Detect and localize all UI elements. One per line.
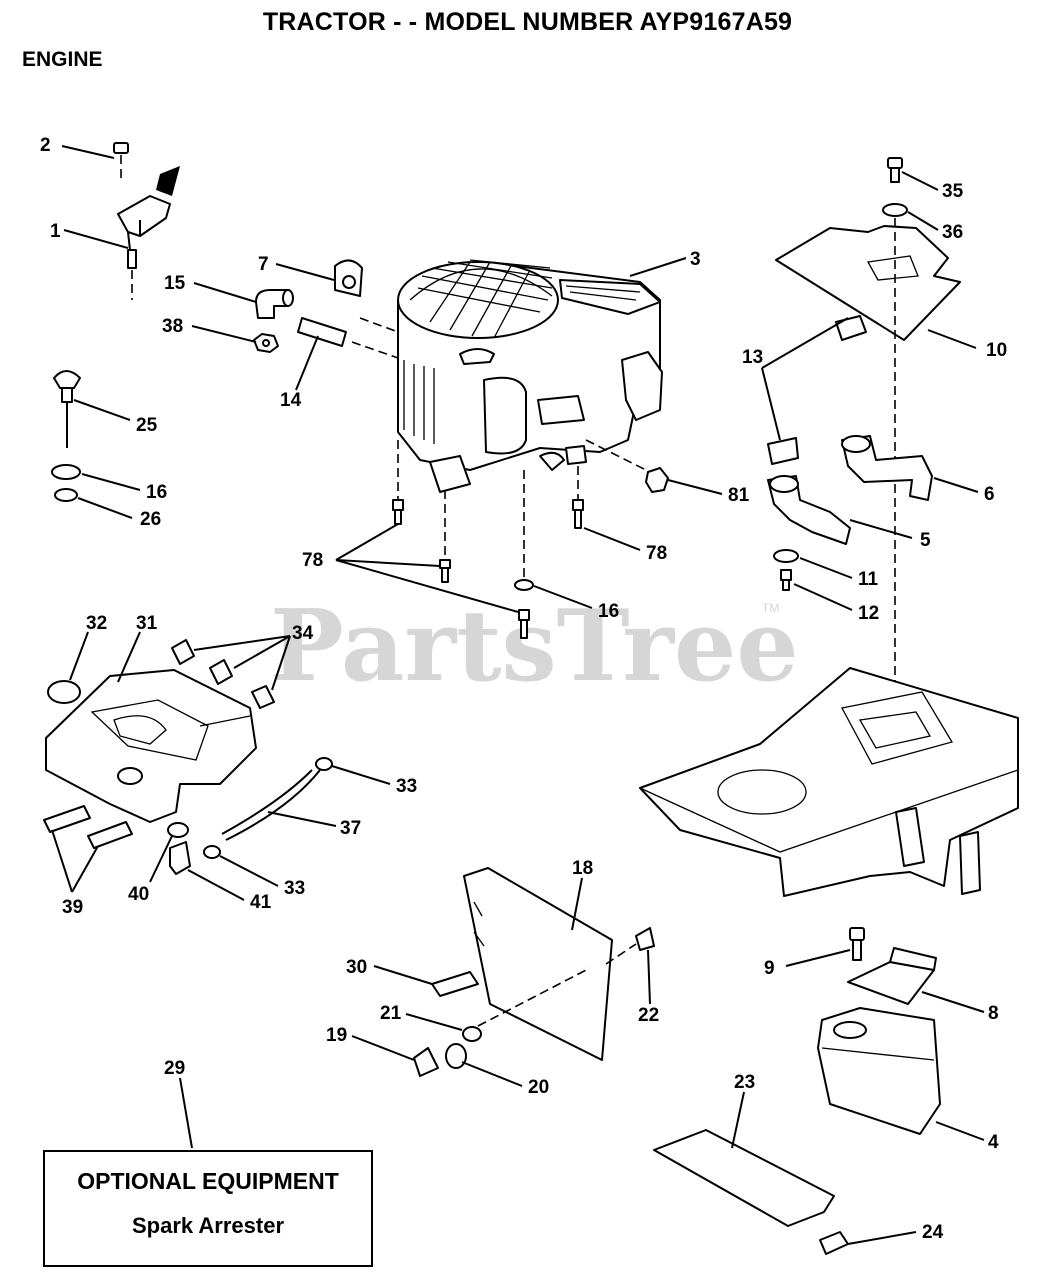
part-20-washer	[445, 1043, 467, 1069]
part-33-clamp-top	[315, 757, 333, 771]
part-40-grommet	[167, 822, 189, 838]
part-16-washer-left	[51, 464, 81, 480]
callout-22: 22	[638, 1005, 659, 1026]
part-9-bolt	[849, 927, 865, 961]
callout-40: 40	[128, 884, 149, 905]
callout-26: 26	[140, 509, 161, 530]
part-11-gasket	[773, 549, 799, 563]
part-24-screw	[819, 1231, 849, 1255]
part-18-plate	[463, 867, 613, 1061]
callout-34: 34	[292, 623, 314, 644]
part-10-heat-shield	[775, 218, 961, 720]
part-26-washer	[54, 488, 78, 502]
part-1-throttle-control	[117, 166, 180, 300]
callout-5: 5	[920, 530, 931, 551]
callout-25: 25	[136, 415, 158, 436]
callout-8: 8	[988, 1003, 999, 1024]
callout-1: 1	[50, 221, 61, 242]
callout-13: 13	[742, 347, 763, 368]
section-label: ENGINE	[22, 48, 103, 71]
part-22-wing-bolt	[605, 927, 655, 965]
callout-3: 3	[690, 249, 701, 270]
part-15-elbow	[255, 289, 294, 319]
callout-32: 32	[86, 613, 107, 634]
leader-lines	[51, 145, 985, 1245]
callout-9: 9	[764, 958, 775, 979]
callout-33: 33	[396, 776, 417, 797]
part-7-clamp	[334, 259, 363, 297]
part-78-bolt-right	[572, 499, 584, 529]
part-23-shield-plate	[653, 1129, 835, 1227]
callout-21: 21	[380, 1003, 402, 1024]
part-33-clamp-bottom	[203, 845, 221, 859]
part-8-bracket	[847, 947, 937, 1005]
part-78-bolt-left	[392, 499, 404, 525]
callout-12: 12	[858, 603, 879, 624]
part-31-base-pan	[45, 669, 257, 823]
part-39-pad	[43, 805, 133, 849]
callout-19: 19	[326, 1025, 347, 1046]
callout-2: 2	[40, 135, 51, 156]
part-37-hose	[221, 769, 321, 841]
part-21-washer	[462, 967, 591, 1042]
callout-36: 36	[942, 222, 963, 243]
callout-18: 18	[572, 858, 593, 879]
callout-23: 23	[734, 1072, 755, 1093]
callout-30: 30	[346, 957, 367, 978]
part-12-bolt	[780, 569, 792, 591]
callout-41: 41	[250, 892, 272, 913]
callout-7: 7	[258, 254, 269, 275]
callout-15: 15	[164, 273, 186, 294]
part-5-exhaust-pipe	[767, 475, 851, 545]
callout-33-lower: 33	[284, 878, 305, 899]
part-35-screw	[887, 157, 903, 183]
part-30-pad	[431, 971, 479, 997]
part-3-engine	[397, 259, 663, 580]
part-38-nut	[253, 333, 279, 353]
part-16-washer	[514, 579, 534, 639]
callout-10: 10	[986, 340, 1007, 361]
callout-31: 31	[136, 613, 158, 634]
watermark-trademark: TM	[762, 601, 779, 615]
part-81-nut	[645, 467, 669, 493]
chassis-frame	[639, 667, 1019, 897]
part-34-pad	[171, 639, 275, 709]
callout-6: 6	[984, 484, 995, 505]
part-32-cap	[47, 680, 81, 704]
callout-16: 16	[146, 482, 167, 503]
callout-81: 81	[728, 485, 750, 506]
part-25-dipstick	[53, 370, 81, 448]
spark-arrester-label: Spark Arrester	[131, 1213, 285, 1238]
part-13-gasket	[767, 315, 867, 465]
callout-39: 39	[62, 897, 83, 918]
callout-35: 35	[942, 181, 964, 202]
part-4-muffler	[817, 1007, 941, 1135]
part-19-nut	[413, 1047, 439, 1077]
optional-equipment-heading: OPTIONAL EQUIPMENT	[77, 1168, 339, 1194]
part-6-exhaust-pipe	[841, 435, 933, 501]
callout-78-right: 78	[646, 543, 667, 564]
callout-29: 29	[164, 1058, 185, 1079]
callout-38: 38	[162, 316, 183, 337]
callout-24: 24	[922, 1222, 944, 1243]
diagram-title: TRACTOR - - MODEL NUMBER AYP9167A59	[262, 8, 793, 36]
callout-labels: 2 1 7 15 38 14 3 35 36 10 13 25 16 26 81…	[40, 135, 1007, 1243]
callout-37: 37	[340, 818, 361, 839]
part-14-fuel-pipe	[297, 317, 399, 359]
callout-16-center: 16	[598, 601, 619, 622]
callout-20: 20	[528, 1077, 549, 1098]
optional-equipment-box: OPTIONAL EQUIPMENT Spark Arrester	[43, 1150, 373, 1267]
callout-4: 4	[988, 1132, 999, 1153]
part-78-bolt-mid	[439, 559, 451, 583]
part-41-fitting	[169, 841, 191, 875]
part-36-washer	[882, 203, 908, 217]
callout-78: 78	[302, 550, 323, 571]
callout-14: 14	[280, 390, 302, 411]
watermark: PartsTree	[270, 589, 799, 704]
callout-11: 11	[858, 569, 879, 590]
part-2-screw	[113, 142, 129, 178]
